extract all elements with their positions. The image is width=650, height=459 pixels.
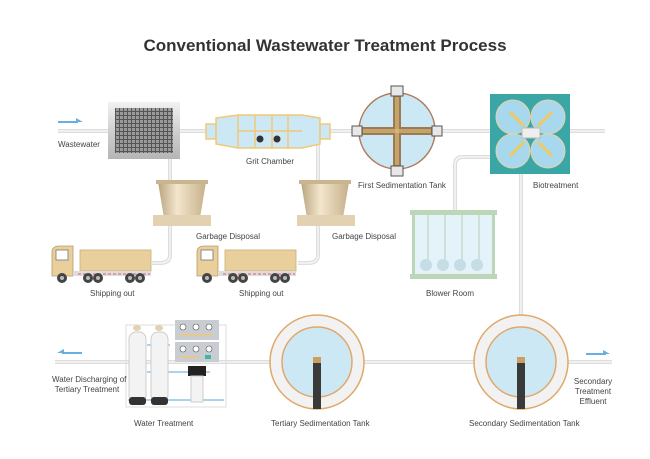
- label-blower-room: Blower Room: [426, 289, 475, 298]
- secondary-sedimentation-tank-icon: [473, 314, 569, 410]
- label-first-sedimentation-tank: First Sedimentation Tank: [358, 181, 446, 190]
- grit-chamber-icon: [205, 114, 331, 149]
- label-garbage-disposal-1: Garbage Disposal: [196, 232, 261, 241]
- garbage-disposal-icon-1: [153, 180, 211, 226]
- label-water-discharging-line2: Tertiary Treatment: [54, 385, 120, 394]
- garbage-disposal-icon-2: [297, 180, 355, 226]
- truck-icon-1: [51, 245, 152, 283]
- label-tertiary-sedimentation-tank: Tertiary Sedimentation Tank: [271, 419, 370, 428]
- label-shipping-out-2: Shipping out: [239, 289, 284, 298]
- truck-icon-2: [196, 245, 297, 283]
- arrow-icon-wastewater-in: [58, 118, 83, 123]
- first-sedimentation-tank-icon: [351, 85, 443, 177]
- label-wastewater: Wastewater: [58, 140, 100, 149]
- pipe-blower: [453, 155, 490, 210]
- tertiary-sedimentation-tank-icon: [269, 314, 365, 410]
- label-secondary-effluent-line2: Treatment: [574, 387, 612, 396]
- label-secondary-effluent: Secondary Treatment Effluent: [572, 377, 614, 407]
- label-shipping-out-1: Shipping out: [90, 289, 135, 298]
- biotreatment-icon: [490, 94, 570, 174]
- arrow-icon-discharge-out: [57, 349, 82, 354]
- label-water-discharging: Water Discharging of Tertiary Treatment: [52, 375, 127, 395]
- label-secondary-sedimentation-tank: Secondary Sedimentation Tank: [469, 419, 580, 428]
- blower-room-icon: [410, 210, 497, 279]
- diagram-title: Conventional Wastewater Treatment Proces…: [143, 36, 507, 55]
- label-water-discharging-line1: Water Discharging of: [52, 375, 127, 384]
- label-biotreatment: Biotreatment: [533, 181, 579, 190]
- arrow-icon-effluent-out: [586, 350, 610, 355]
- label-garbage-disposal-2: Garbage Disposal: [332, 232, 397, 241]
- label-secondary-effluent-line3: Effluent: [579, 397, 607, 406]
- label-water-treatment: Water Treatment: [134, 419, 194, 428]
- water-treatment-icon: [125, 320, 227, 408]
- bar-screen-icon: [108, 102, 180, 159]
- label-secondary-effluent-line1: Secondary: [573, 377, 613, 386]
- label-grit-chamber: Grit Chamber: [246, 157, 295, 166]
